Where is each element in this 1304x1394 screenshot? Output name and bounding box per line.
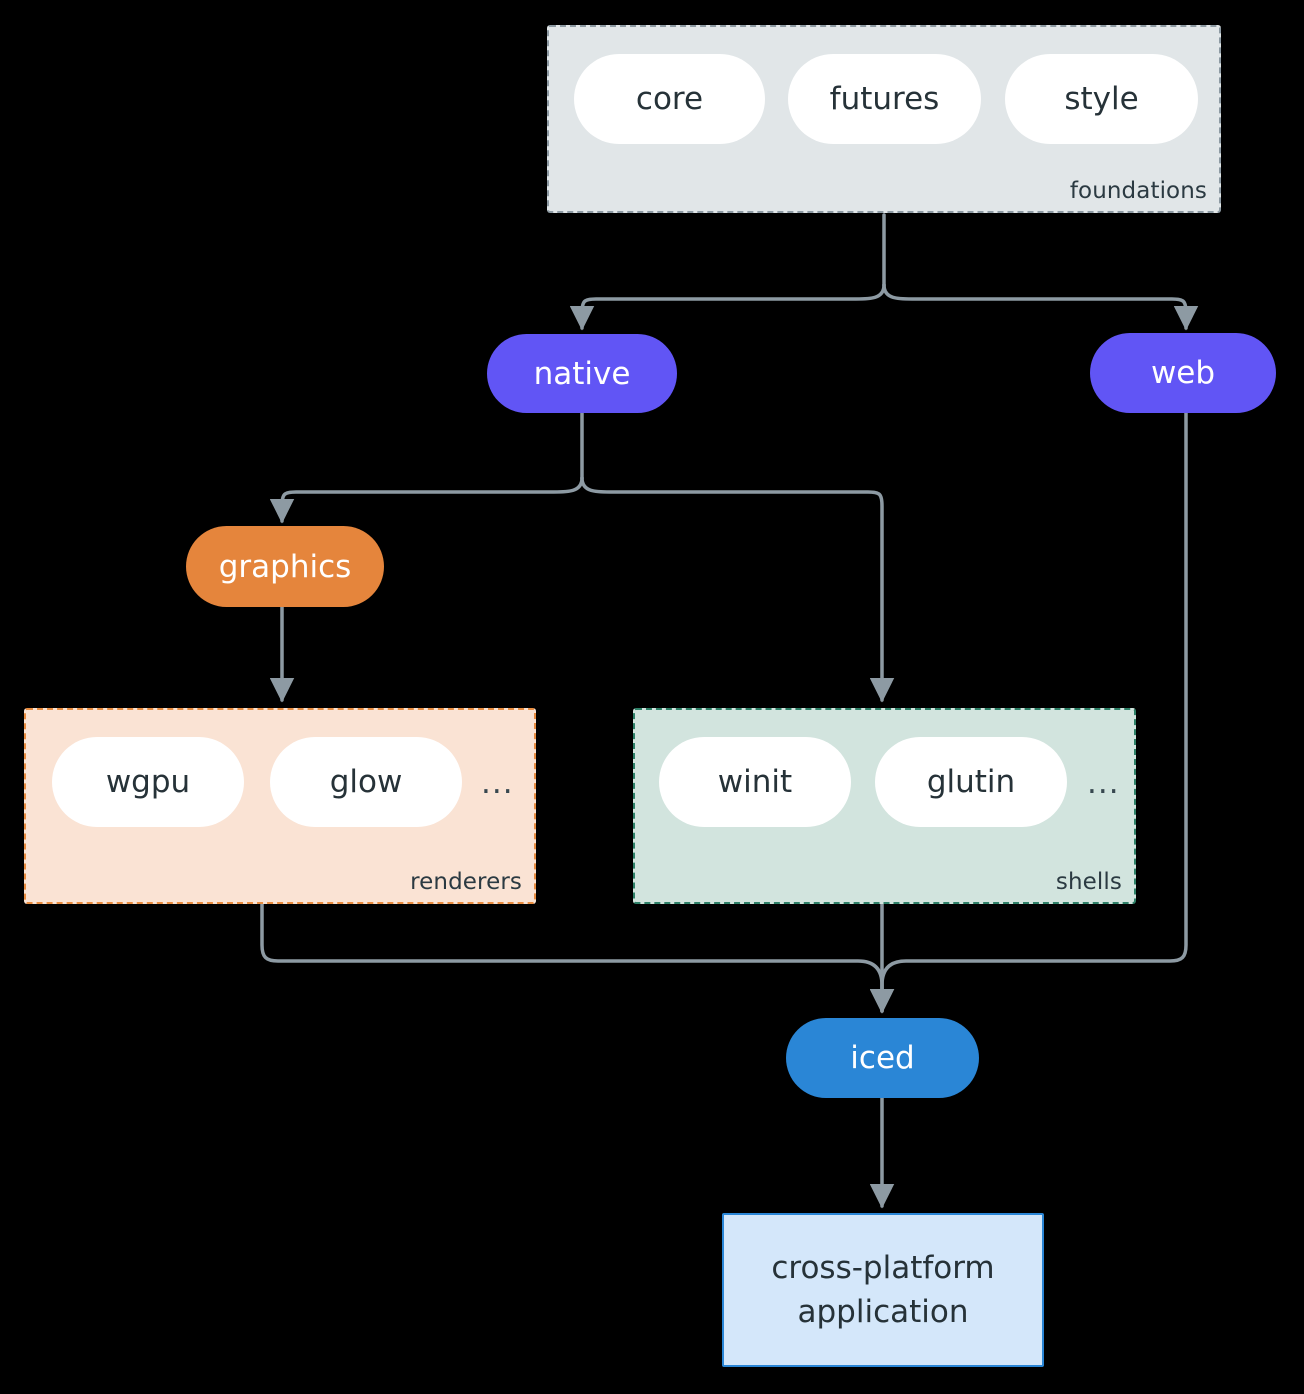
cluster-foundations: core futures style foundations	[547, 25, 1221, 213]
node-native[interactable]: native	[487, 334, 677, 413]
cluster-renderers-label: renderers	[410, 869, 522, 895]
node-style[interactable]: style	[1005, 54, 1198, 144]
node-graphics[interactable]: graphics	[186, 526, 384, 607]
node-web-label: web	[1150, 355, 1216, 391]
node-winit-label: winit	[717, 764, 793, 800]
edge-foundations-native	[569, 283, 886, 331]
application-label-line2: application	[797, 1294, 969, 1330]
node-graphics-label: graphics	[218, 548, 352, 585]
node-wgpu[interactable]: wgpu	[52, 737, 244, 827]
node-cross-platform-application[interactable]: cross-platform application	[722, 1213, 1044, 1367]
node-glutin[interactable]: glutin	[875, 737, 1067, 827]
node-style-label: style	[1064, 81, 1139, 117]
cluster-shells-label: shells	[1055, 869, 1122, 895]
edge-foundations-web	[882, 283, 1199, 331]
node-core-label: core	[635, 81, 704, 117]
node-glow[interactable]: glow	[270, 737, 462, 827]
node-native-label: native	[533, 355, 631, 392]
cluster-foundations-label: foundations	[1069, 178, 1207, 204]
node-futures[interactable]: futures	[788, 54, 981, 144]
node-futures-label: futures	[829, 81, 940, 117]
application-label-line1: cross-platform	[771, 1249, 995, 1286]
node-core[interactable]: core	[574, 54, 765, 144]
node-iced[interactable]: iced	[786, 1018, 979, 1098]
cluster-renderers: wgpu glow ... renderers	[24, 708, 536, 904]
renderers-overflow-ellipsis: ...	[481, 765, 514, 801]
node-glow-label: glow	[329, 764, 403, 800]
node-wgpu-label: wgpu	[105, 764, 191, 800]
edge-native-graphics	[269, 476, 584, 524]
node-web[interactable]: web	[1090, 333, 1276, 413]
edge-renderers-iced	[260, 902, 895, 1014]
shells-overflow-ellipsis: ...	[1087, 765, 1120, 801]
node-winit[interactable]: winit	[659, 737, 851, 827]
node-glutin-label: glutin	[926, 764, 1016, 800]
node-iced-label: iced	[850, 1040, 915, 1076]
edge-native-shells	[580, 476, 895, 703]
cluster-shells: winit glutin ... shells	[633, 708, 1136, 904]
